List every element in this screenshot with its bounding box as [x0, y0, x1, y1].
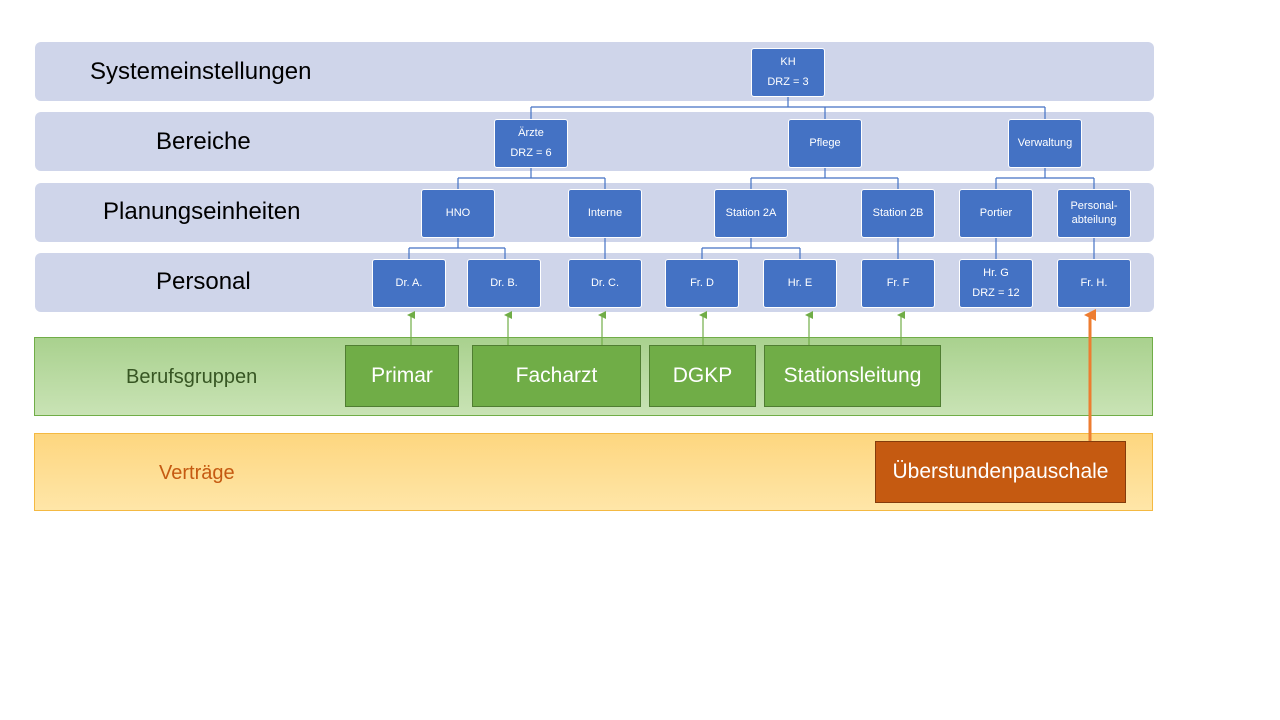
node-dr-b[interactable]: Dr. B.	[467, 259, 541, 308]
node-dr-c[interactable]: Dr. C.	[568, 259, 642, 308]
node-verwaltung[interactable]: Verwaltung	[1008, 119, 1082, 168]
connector-station2a-personal	[701, 238, 801, 259]
berufsgruppe-dgkp[interactable]: DGKP	[649, 345, 756, 407]
berufsgruppe-primar[interactable]: Primar	[345, 345, 459, 407]
level-label-systemeinstellungen: Systemeinstellungen	[90, 58, 312, 85]
connector-aerzte-einheiten	[457, 168, 606, 189]
vertrag-ueberstundenpauschale[interactable]: Überstundenpauschale	[875, 441, 1126, 503]
node-fr-d[interactable]: Fr. D	[665, 259, 739, 308]
level-label-bereiche: Bereiche	[156, 128, 251, 155]
berufsgruppe-stationsleitung[interactable]: Stationsleitung	[764, 345, 941, 407]
node-station-2b[interactable]: Station 2B	[861, 189, 935, 238]
node-fr-h[interactable]: Fr. H.	[1057, 259, 1131, 308]
level-label-planungseinheiten: Planungseinheiten	[103, 198, 301, 225]
connector-hno-personal	[408, 238, 506, 259]
node-pflege[interactable]: Pflege	[788, 119, 862, 168]
node-kh[interactable]: KH DRZ = 3	[751, 48, 825, 97]
connector-verwaltung-einheiten	[995, 168, 1095, 189]
node-hr-e[interactable]: Hr. E	[763, 259, 837, 308]
node-fr-f[interactable]: Fr. F	[861, 259, 935, 308]
connector-kh-bereiche	[530, 97, 1046, 119]
berufsgruppen-label: Berufsgruppen	[126, 366, 258, 388]
level-label-personal: Personal	[156, 268, 251, 295]
node-dr-a[interactable]: Dr. A.	[372, 259, 446, 308]
connector-pflege-einheiten	[750, 168, 899, 189]
node-interne[interactable]: Interne	[568, 189, 642, 238]
node-hno[interactable]: HNO	[421, 189, 495, 238]
vertraege-label: Verträge	[159, 462, 235, 484]
berufsgruppe-facharzt[interactable]: Facharzt	[472, 345, 641, 407]
node-portier[interactable]: Portier	[959, 189, 1033, 238]
node-aerzte[interactable]: Ärzte DRZ = 6	[494, 119, 568, 168]
node-hr-g[interactable]: Hr. G DRZ = 12	[959, 259, 1033, 308]
node-personalabteilung[interactable]: Personal- abteilung	[1057, 189, 1131, 238]
level-band-systemeinstellungen	[35, 42, 1154, 101]
node-station-2a[interactable]: Station 2A	[714, 189, 788, 238]
level-band-bereiche	[35, 112, 1154, 171]
